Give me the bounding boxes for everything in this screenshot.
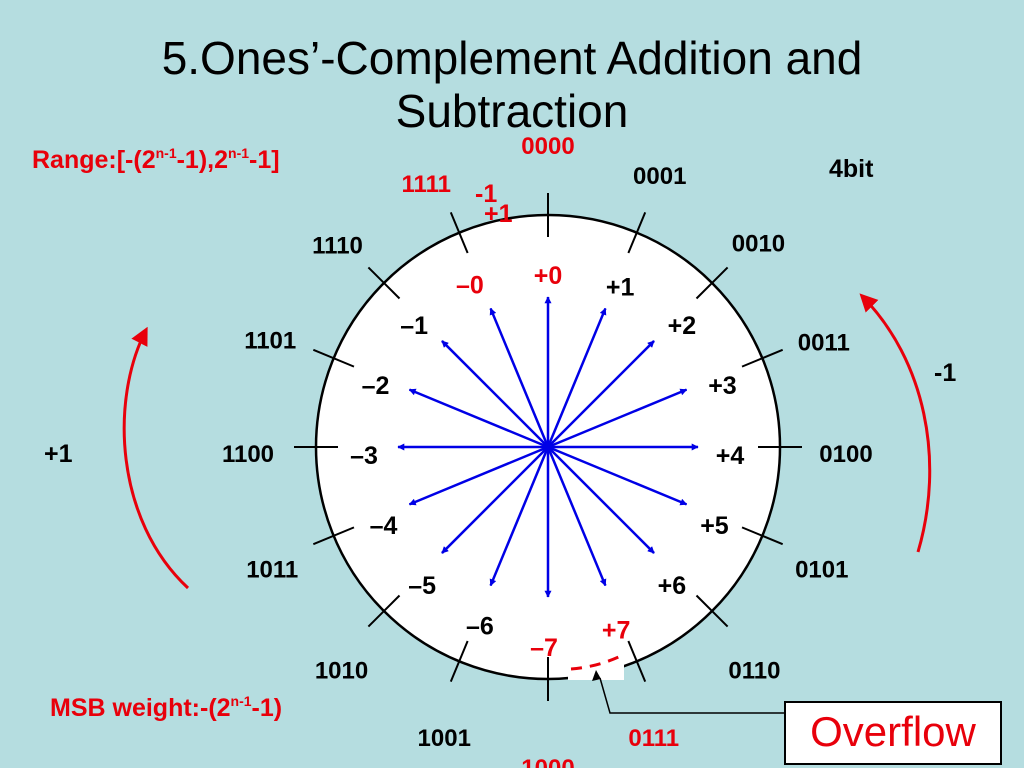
right-curved-arrow <box>859 293 932 553</box>
wheel-center <box>544 443 552 451</box>
tick-1110 <box>367 266 401 300</box>
top-minus1-label: -1 <box>475 180 497 208</box>
title-line-2: Subtraction <box>395 85 629 137</box>
arrow-1110 <box>441 340 549 448</box>
msb-weight-label: MSB weight:-(2n-1-1) <box>50 693 283 722</box>
arrow-0111 <box>546 446 607 587</box>
tick-0001 <box>627 211 647 254</box>
value-label-1110: –1 <box>400 312 428 340</box>
code-label-1111: 1111 <box>402 171 451 198</box>
tick-0101 <box>741 526 784 546</box>
value-label-0110: +6 <box>658 572 687 600</box>
range-label: Range:[-(2n-1-1),2n-1-1] <box>32 145 280 174</box>
clockwise-label: -1 <box>934 359 957 387</box>
tick-1011 <box>312 526 355 546</box>
value-label-0100: +4 <box>716 442 745 470</box>
arrow-0011 <box>547 388 688 449</box>
value-label-0001: +1 <box>606 274 635 302</box>
tick-0010 <box>695 266 729 300</box>
overflow-dashed-arc <box>570 653 624 671</box>
tick-1010 <box>367 594 401 628</box>
tick-1001 <box>449 640 469 683</box>
value-label-1100: –3 <box>350 442 378 470</box>
overflow-gap-box <box>568 658 624 680</box>
arrow-0001 <box>546 307 607 448</box>
top-plus1-label: +1 <box>484 200 513 228</box>
bit-width-label: 4bit <box>829 155 874 183</box>
arrow-0101 <box>547 445 688 506</box>
code-label-0110: 0110 <box>728 657 780 684</box>
code-label-0011: 0011 <box>798 329 850 356</box>
code-label-1100: 1100 <box>222 441 274 468</box>
code-label-1110: 1110 <box>312 233 363 260</box>
code-label-1101: 1101 <box>244 327 296 354</box>
value-label-0111: +7 <box>602 616 631 644</box>
code-label-0010: 0010 <box>732 231 785 258</box>
code-label-1010: 1010 <box>315 657 368 684</box>
tick-1111 <box>449 211 469 254</box>
counterclockwise-label: +1 <box>44 440 73 468</box>
tick-1101 <box>312 348 355 368</box>
tick-0011 <box>741 348 784 368</box>
value-label-1001: –6 <box>466 612 494 640</box>
arrow-1101 <box>408 388 549 449</box>
overflow-pointer-arrow <box>592 670 601 681</box>
code-label-0111: 0111 <box>628 725 679 752</box>
code-label-0101: 0101 <box>795 557 848 584</box>
code-label-0100: 0100 <box>819 441 872 468</box>
arrow-0010 <box>547 340 655 448</box>
slide-title: 5.Ones’-Complement Addition and Subtract… <box>0 32 1024 138</box>
code-label-1011: 1011 <box>246 557 298 584</box>
arrow-1010 <box>441 446 549 554</box>
arrow-1001 <box>489 446 550 587</box>
value-label-1101: –2 <box>362 372 390 400</box>
code-label-0001: 0001 <box>633 163 686 190</box>
value-label-1011: –4 <box>370 512 398 540</box>
value-label-1010: –5 <box>408 572 436 600</box>
value-label-0000: +0 <box>534 262 563 290</box>
value-label-1111: –0 <box>456 272 484 300</box>
code-label-0000: 0000 <box>521 133 574 160</box>
tick-0111 <box>627 640 647 683</box>
arrow-1111 <box>489 307 550 448</box>
overflow-label: Overflow <box>784 701 1002 765</box>
arrow-0110 <box>547 446 655 554</box>
overflow-pointer-line <box>599 677 784 714</box>
value-label-0101: +5 <box>700 512 729 540</box>
code-label-1001: 1001 <box>418 725 471 752</box>
arrow-1011 <box>408 445 549 506</box>
value-label-0010: +2 <box>668 312 697 340</box>
value-label-1000: –7 <box>530 634 558 662</box>
value-label-0011: +3 <box>708 372 737 400</box>
title-line-1: 5.Ones’-Complement Addition and <box>161 32 863 84</box>
left-curved-arrow <box>122 326 190 590</box>
tick-0110 <box>695 594 729 628</box>
